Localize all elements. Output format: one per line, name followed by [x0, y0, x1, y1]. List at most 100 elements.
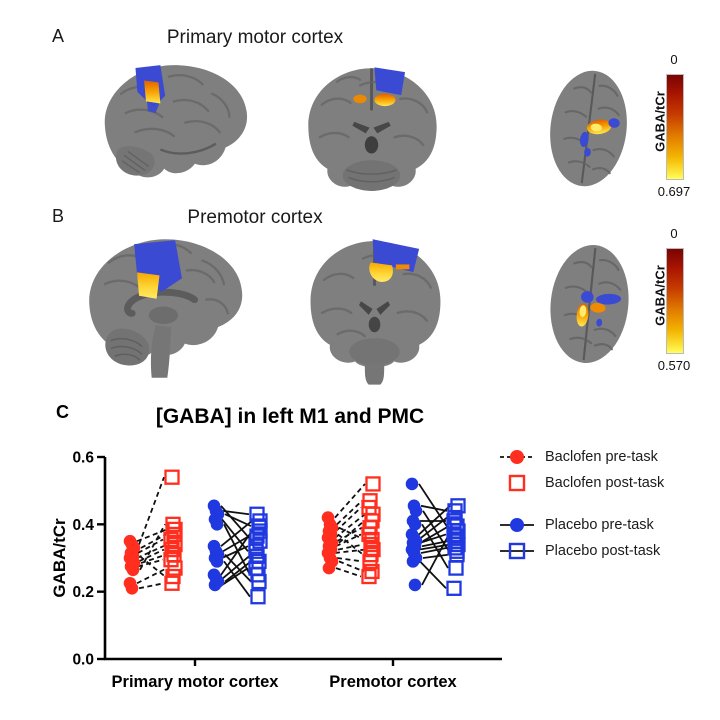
- colorbar-b-gradient: [666, 248, 684, 354]
- brain-coronal-b-svg: [310, 239, 441, 385]
- y-tick-label: 0.4: [72, 517, 94, 534]
- pair-line: [421, 540, 449, 548]
- panel-a-label: A: [52, 26, 65, 46]
- pre-task-marker: [405, 477, 419, 491]
- pair-line: [221, 567, 249, 586]
- panel-b-title: Premotor cortex: [187, 207, 323, 228]
- pair-line: [338, 560, 365, 573]
- pair-line: [422, 525, 450, 542]
- legend-square: [508, 542, 526, 560]
- brain-axial-b: [541, 236, 638, 377]
- post-task-marker: [252, 523, 268, 539]
- pair-line: [334, 513, 366, 539]
- post-task-marker: [167, 536, 183, 553]
- post-task-marker: [361, 568, 377, 585]
- brain-sagittal-a: [78, 55, 260, 200]
- pair-line: [224, 513, 252, 527]
- y-tick-label: 0.6: [72, 450, 94, 467]
- pair-line: [420, 504, 448, 512]
- category-label: Primary motor cortex: [112, 673, 280, 691]
- pair-line: [335, 567, 362, 578]
- post-task-marker: [252, 533, 268, 549]
- brain-coronal-a: [293, 56, 451, 211]
- post-task-marker: [450, 498, 466, 514]
- legend-item: Baclofen pre-task: [498, 444, 713, 470]
- pair-lines-layer: [136, 476, 451, 598]
- post-task-marker: [448, 528, 464, 544]
- legend-circle: [510, 518, 524, 532]
- pre-task-marker: [125, 582, 139, 595]
- category-label: Premotor cortex: [329, 673, 457, 691]
- pre-task-marker: [126, 563, 140, 577]
- pair-line: [337, 543, 364, 551]
- y-tick-label: 0.2: [72, 584, 94, 601]
- pair-line: [420, 516, 448, 539]
- brain-sagittal-b: [60, 227, 260, 394]
- post-task-marker: [166, 526, 182, 543]
- pair-line: [335, 506, 362, 532]
- brain-axial-b-svg: [550, 245, 629, 363]
- pair-line: [334, 483, 366, 519]
- pair-line: [222, 509, 250, 516]
- post-task-marker: [163, 552, 179, 568]
- pair-line: [336, 500, 363, 525]
- pair-line: [418, 505, 451, 536]
- legend-square-marker-icon: [500, 542, 534, 560]
- post-task-marker: [248, 560, 264, 576]
- colorbar-a-min-label: 0.697: [657, 184, 691, 199]
- post-task-marker: [164, 575, 180, 591]
- post-task-marker: [448, 560, 464, 576]
- post-task-marker: [447, 509, 463, 526]
- pair-line: [418, 483, 451, 532]
- colorbar-b-max-label: 0: [670, 226, 678, 241]
- brain-sagittal-a-svg: [104, 65, 248, 178]
- pair-line: [140, 533, 167, 549]
- pair-line: [138, 582, 165, 590]
- post-task-marker: [449, 546, 465, 563]
- pre-task-marker: [208, 578, 222, 592]
- brain-coronal-a-svg: [308, 67, 437, 191]
- pair-line: [136, 543, 168, 559]
- pair-line: [338, 520, 365, 544]
- pair-line: [336, 557, 363, 563]
- post-task-marker: [364, 563, 380, 580]
- pre-task-marker: [322, 561, 336, 575]
- panel-a-title: Primary motor cortex: [166, 27, 344, 48]
- pair-line: [419, 533, 447, 544]
- post-task-marker: [165, 516, 181, 532]
- pair-line: [139, 523, 166, 571]
- post-task-marker: [167, 560, 183, 576]
- post-task-marker: [365, 476, 381, 492]
- pair-line: [220, 530, 253, 576]
- colorbar-b-axis-label: GABA/tCr: [652, 265, 668, 326]
- colorbar-a-axis-label: GABA/tCr: [652, 91, 668, 152]
- pair-line: [420, 547, 448, 554]
- post-task-marker: [362, 553, 378, 570]
- pair-line: [139, 555, 166, 578]
- pair-line: [337, 533, 364, 556]
- pair-line: [136, 567, 168, 585]
- post-task-marker: [449, 518, 465, 534]
- pre-task-marker: [408, 518, 422, 531]
- legend-circle-marker-icon: [500, 450, 534, 464]
- colorbar-b-min-label: 0.570: [657, 358, 691, 373]
- legend-square: [508, 474, 526, 492]
- legend-item-label: Placebo post-task: [545, 543, 661, 559]
- pair-line: [138, 548, 165, 563]
- post-task-marker: [363, 536, 379, 553]
- colorbar-a-gradient: [666, 74, 684, 180]
- legend-item: Placebo post-task: [498, 538, 713, 564]
- pair-line: [223, 560, 251, 598]
- post-task-marker: [250, 589, 266, 605]
- post-task-marker: [249, 548, 265, 564]
- post-task-marker: [248, 538, 264, 554]
- post-task-marker: [249, 528, 265, 544]
- pre-task-marker: [408, 578, 422, 592]
- chart-title: [GABA] in left M1 and PMC: [155, 405, 425, 428]
- y-axis-label: GABA/tCr: [50, 518, 69, 598]
- pair-line: [224, 560, 252, 583]
- pair-line: [338, 526, 365, 541]
- pair-line: [421, 535, 449, 586]
